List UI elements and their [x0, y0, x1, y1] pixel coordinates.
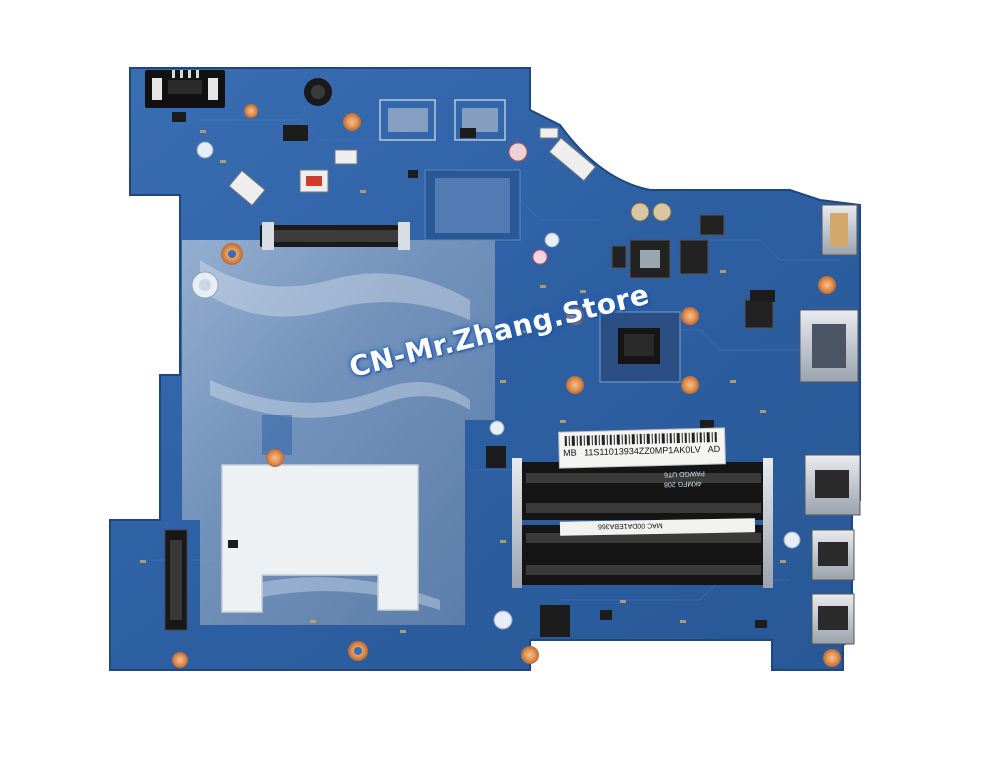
ethernet-port: [799, 309, 859, 383]
dimm-sticker-text: MAC 00DA1EBA366: [598, 521, 663, 529]
battery-connector: [145, 70, 225, 108]
memory-label: MAC 00DA1EBA366: [597, 521, 663, 530]
usb-port-3: [811, 593, 855, 645]
vga-port: [821, 204, 858, 256]
sata-connector: [260, 222, 410, 250]
cpu-package: [599, 311, 681, 383]
serial-sticker: [558, 427, 726, 469]
model-sticker-line2: 4KMFG 208: [664, 479, 702, 487]
dimm-sticker: [559, 518, 756, 536]
model-sticker-line1: PAWGD UT6: [664, 469, 705, 477]
memory-slots: [512, 458, 773, 588]
model-line2: 4KMFG 208: [663, 479, 702, 488]
serial-suffix: AD: [707, 443, 721, 455]
usb-port-2: [811, 529, 855, 581]
usb-port-1: [804, 454, 861, 516]
heat-spreader: [221, 464, 419, 613]
model-line1: PAWGD UT6: [663, 469, 705, 478]
serial-prefix: MB: [563, 447, 577, 458]
